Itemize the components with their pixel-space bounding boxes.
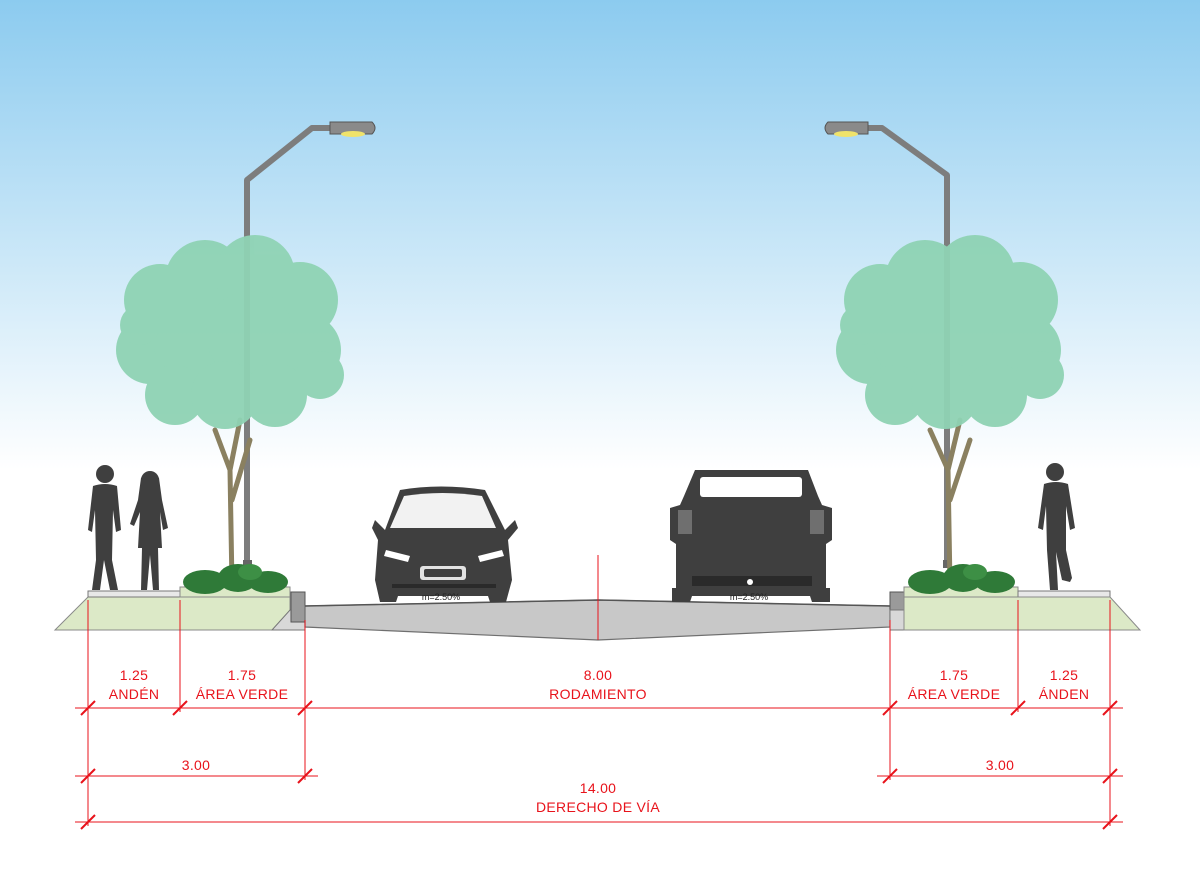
pedestrian-walking-icon [1038, 463, 1075, 590]
pickup-rear-icon [670, 470, 832, 602]
dim-value-rodamiento: 8.00 [583, 667, 613, 683]
left-sidewalk-slab [87, 590, 181, 598]
slope-label-right: m=2.50% [729, 592, 769, 602]
shrub-left-icon [183, 564, 288, 594]
dimension-lines [75, 600, 1123, 830]
dim-value-area-verde-right: 1.75 [939, 667, 969, 683]
tree-left-icon [116, 235, 344, 588]
dim-subtotal-right: 3.00 [985, 757, 1015, 773]
dim-total-value: 14.00 [579, 780, 617, 796]
dim-label-anden-left: ANDÉN [108, 686, 160, 702]
dim-label-area-verde-left: ÁREA VERDE [195, 686, 289, 702]
dim-label-area-verde-right: ÁREA VERDE [907, 686, 1001, 702]
dim-subtotal-left: 3.00 [181, 757, 211, 773]
dim-total-label: DERECHO DE VÍA [536, 799, 660, 815]
dim-label-anden-right: ÁNDEN [1038, 686, 1090, 702]
shrub-right-icon [908, 564, 1015, 594]
pedestrian-couple-icon [88, 465, 168, 590]
right-sidewalk-slab [1017, 590, 1111, 598]
left-verge [53, 596, 291, 631]
ground-section [53, 555, 1142, 641]
left-curb-block [290, 591, 306, 623]
slope-label-left: m=2.50% [421, 592, 461, 602]
dim-value-area-verde-left: 1.75 [227, 667, 257, 683]
dim-value-anden-left: 1.25 [119, 667, 149, 683]
right-verge [903, 596, 1142, 631]
dim-label-rodamiento: RODAMIENTO [549, 686, 647, 702]
tree-right-icon [836, 235, 1064, 588]
car-front-icon [372, 486, 518, 602]
dim-value-anden-right: 1.25 [1049, 667, 1079, 683]
